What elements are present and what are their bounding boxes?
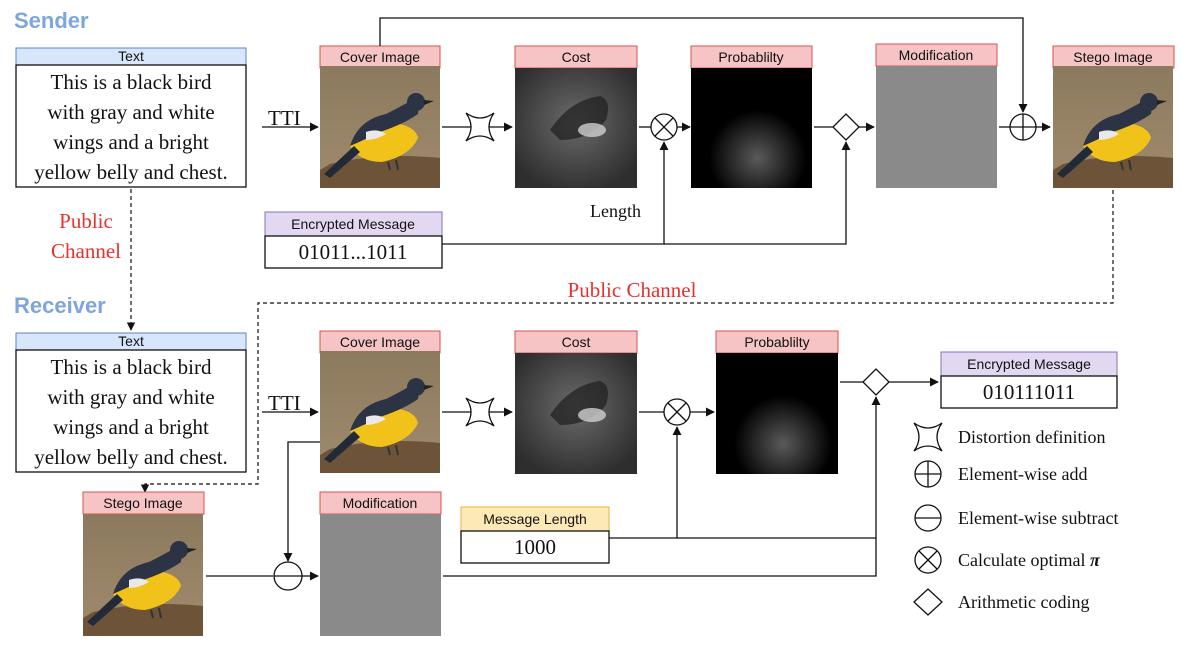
receiver-text-line-4: yellow belly and chest. bbox=[34, 445, 228, 469]
receiver-tti-label: TTI bbox=[268, 391, 301, 415]
legend-label-optimal: Calculate optimal π bbox=[958, 550, 1101, 570]
legend-label-subtract: Element-wise subtract bbox=[958, 508, 1118, 528]
sender-cover-image: Cover Image bbox=[319, 45, 441, 189]
receiver-text-line-3: wings and a bright bbox=[53, 415, 209, 439]
legend-label-add: Element-wise add bbox=[958, 464, 1087, 484]
receiver-cover-header: Cover Image bbox=[340, 334, 420, 350]
receiver-message-length: Message Length 1000 bbox=[460, 506, 610, 564]
receiver-optimal-pi-icon bbox=[663, 398, 691, 426]
receiver-modification-map: Modification bbox=[319, 491, 442, 636]
legend-element-subtract-icon bbox=[914, 504, 942, 532]
receiver-text-line-1: This is a black bird bbox=[51, 355, 212, 379]
receiver-element-subtract-icon bbox=[273, 561, 303, 591]
sender-stego-image: Stego Image bbox=[1052, 45, 1175, 189]
receiver-out-value: 010111011 bbox=[983, 380, 1075, 404]
receiver-cover-image: Cover Image bbox=[319, 330, 441, 474]
sender-distortion-icon bbox=[465, 112, 495, 142]
sender-cover-header: Cover Image bbox=[340, 49, 420, 65]
sender-text-line-3: wings and a bright bbox=[53, 130, 209, 154]
sender-text-line-1: This is a black bird bbox=[51, 70, 212, 94]
receiver-encrypted-message: Encrypted Message 010111011 bbox=[940, 351, 1118, 409]
receiver-cost-header: Cost bbox=[562, 334, 591, 350]
receiver-mod-header: Modification bbox=[343, 495, 418, 511]
sender-cost-map: Cost bbox=[514, 45, 638, 188]
receiver-len-value: 1000 bbox=[514, 535, 556, 559]
sender-text-header: Text bbox=[118, 48, 144, 64]
sender-probability-map: Probablilty bbox=[690, 45, 813, 188]
receiver-probability-map: Probablilty bbox=[715, 330, 839, 474]
sender-element-add-icon bbox=[1009, 113, 1037, 141]
sender-optimal-pi-icon bbox=[650, 113, 678, 141]
pi-symbol: π bbox=[1090, 550, 1101, 570]
legend-distortion-icon bbox=[913, 422, 943, 452]
receiver-arithmetic-coding-icon bbox=[862, 368, 890, 396]
legend-label-distortion: Distortion definition bbox=[958, 427, 1106, 447]
sender-msg-header: Encrypted Message bbox=[291, 216, 415, 232]
sender-label: Sender bbox=[14, 8, 89, 33]
receiver-out-header: Encrypted Message bbox=[967, 356, 1091, 372]
sender-stego-header: Stego Image bbox=[1073, 49, 1153, 65]
receiver-distortion-icon bbox=[465, 397, 495, 427]
sender-msg-value: 01011...1011 bbox=[299, 240, 408, 264]
legend-label-arithmetic: Arithmetic coding bbox=[958, 592, 1089, 612]
sender-text-line-2: with gray and white bbox=[47, 100, 214, 124]
receiver-text-line-2: with gray and white bbox=[47, 385, 214, 409]
legend-element-add-icon bbox=[914, 460, 942, 488]
sender-arithmetic-coding-icon bbox=[832, 113, 860, 141]
receiver-len-header: Message Length bbox=[483, 511, 587, 527]
channel-vertical-line1: Public bbox=[59, 209, 113, 233]
legend-optimal-pi-icon bbox=[914, 546, 942, 574]
legend-arithmetic-coding-icon bbox=[913, 588, 943, 616]
sender-modification-map: Modification bbox=[875, 43, 998, 188]
sender-cost-header: Cost bbox=[562, 49, 591, 65]
sender-text-box: Text This is a black bird with gray and … bbox=[15, 47, 247, 188]
receiver-text-box: Text This is a black bird with gray and … bbox=[15, 332, 247, 473]
legend: Distortion definition Element-wise add E… bbox=[913, 422, 1118, 616]
sender-text-line-4: yellow belly and chest. bbox=[34, 160, 228, 184]
sender-length-label: Length bbox=[590, 201, 641, 221]
sender-encrypted-message: Encrypted Message 01011...1011 bbox=[264, 211, 443, 269]
receiver-text-header: Text bbox=[118, 333, 144, 349]
receiver-stego-image: Stego Image bbox=[82, 491, 205, 637]
receiver-prob-header: Probablilty bbox=[744, 334, 809, 350]
receiver-stego-header: Stego Image bbox=[103, 495, 183, 511]
channel-vertical-line2: Channel bbox=[51, 239, 121, 263]
receiver-label: Receiver bbox=[14, 293, 106, 318]
receiver-cost-map: Cost bbox=[514, 330, 638, 474]
sender-mod-header: Modification bbox=[899, 47, 974, 63]
channel-horizontal: Public Channel bbox=[568, 278, 697, 302]
sender-prob-header: Probablilty bbox=[718, 49, 783, 65]
sender-tti-label: TTI bbox=[268, 106, 301, 130]
